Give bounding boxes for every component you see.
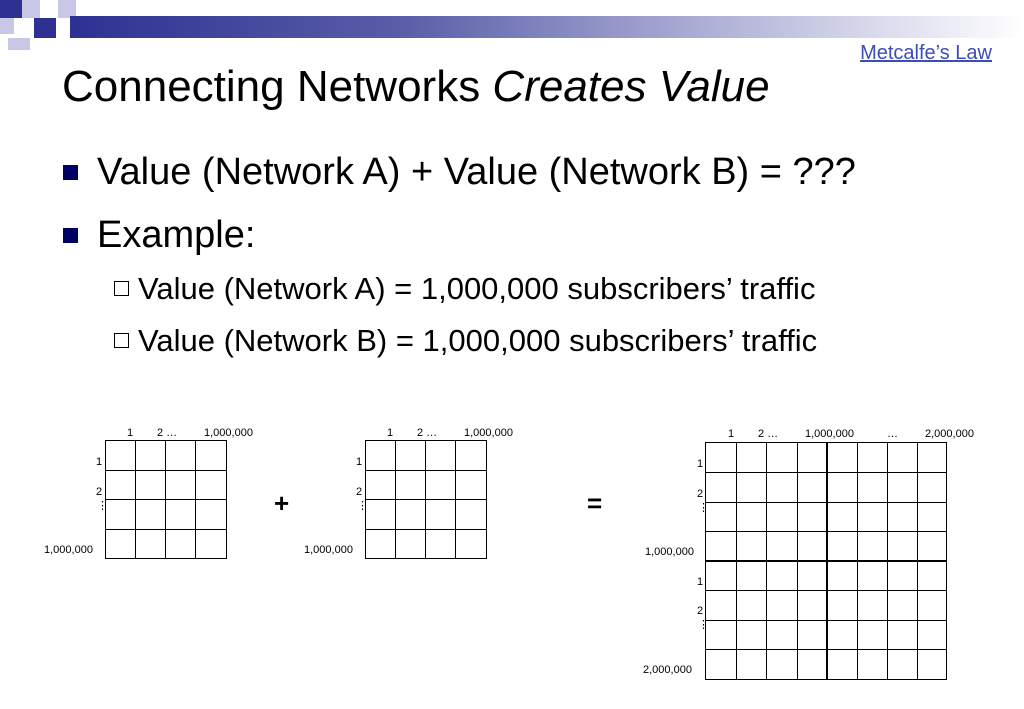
bullet-item: Example: bbox=[63, 214, 256, 257]
decor-square bbox=[0, 0, 22, 18]
combined-col-label: … bbox=[887, 428, 898, 440]
combined-col-label: 1 bbox=[728, 428, 735, 440]
bullet-square-icon bbox=[63, 228, 78, 243]
bullet-item: Value (Network A) + Value (Network B) = … bbox=[63, 151, 856, 194]
decor-square bbox=[8, 38, 30, 50]
network-a-grid bbox=[105, 440, 227, 559]
equals-sign: = bbox=[587, 488, 603, 518]
sub-bullet-item: Value (Network A) = 1,000,000 subscriber… bbox=[114, 271, 816, 307]
decor-square bbox=[34, 18, 56, 38]
bullet-text: Value (Network A) + Value (Network B) = … bbox=[97, 151, 856, 193]
decor-square bbox=[40, 0, 58, 18]
bullet-text: Example: bbox=[97, 214, 256, 256]
title-plain: Connecting Networks bbox=[62, 62, 493, 111]
combined-row-label: 2,000,000 bbox=[643, 664, 692, 676]
decor-square bbox=[14, 18, 34, 38]
grid-b-row-label: 2 bbox=[356, 486, 363, 498]
network-b-grid bbox=[365, 440, 487, 559]
grid-a-col-label: 1,000,000 bbox=[204, 427, 253, 439]
combined-row-label: 2 bbox=[697, 605, 704, 617]
decor-square bbox=[0, 18, 14, 34]
sub-bullet-item: Value (Network B) = 1,000,000 subscriber… bbox=[114, 323, 818, 359]
combined-col-label: 1,000,000 bbox=[805, 428, 854, 440]
combined-col-label: 2 … bbox=[758, 428, 779, 440]
top-bar bbox=[70, 16, 1024, 38]
grid-a-row-label: 2 bbox=[96, 486, 103, 498]
hollow-square-icon bbox=[114, 281, 129, 296]
bullet-square-icon bbox=[63, 165, 78, 180]
combined-row-label: ⋮ bbox=[698, 619, 709, 631]
grid-b-col-label: 1 bbox=[387, 427, 394, 439]
hollow-square-icon bbox=[114, 333, 129, 348]
title-italic: Creates Value bbox=[492, 62, 770, 111]
decor-square bbox=[58, 0, 76, 18]
grid-b-row-label: 1,000,000 bbox=[304, 544, 353, 556]
metcalfes-law-link[interactable]: Metcalfe’s Law bbox=[860, 42, 992, 64]
grid-a-col-label: 2 … bbox=[157, 427, 178, 439]
grid-b-row-label: ⋮ bbox=[357, 500, 368, 512]
slide-title: Connecting Networks Creates Value bbox=[62, 62, 770, 112]
grid-a-col-label: 1 bbox=[127, 427, 134, 439]
decor-square bbox=[22, 0, 40, 18]
combined-row-label: 2 bbox=[697, 488, 704, 500]
combined-network-grid bbox=[705, 442, 947, 680]
combined-row-label: 1,000,000 bbox=[645, 546, 694, 558]
combined-row-label: 1 bbox=[697, 458, 704, 470]
combined-row-label: 1 bbox=[697, 576, 704, 588]
grid-a-row-label: ⋮ bbox=[97, 500, 108, 512]
plus-sign: + bbox=[274, 488, 290, 518]
sub-bullet-text: Value (Network B) = 1,000,000 subscriber… bbox=[138, 323, 818, 358]
grid-a-row-label: 1 bbox=[96, 456, 103, 468]
grid-b-row-label: 1 bbox=[356, 456, 363, 468]
grid-b-col-label: 1,000,000 bbox=[464, 427, 513, 439]
grid-b-col-label: 2 … bbox=[417, 427, 438, 439]
combined-col-label: 2,000,000 bbox=[925, 428, 974, 440]
sub-bullet-text: Value (Network A) = 1,000,000 subscriber… bbox=[138, 271, 816, 306]
grid-a-row-label: 1,000,000 bbox=[44, 544, 93, 556]
combined-row-label: ⋮ bbox=[698, 502, 709, 514]
